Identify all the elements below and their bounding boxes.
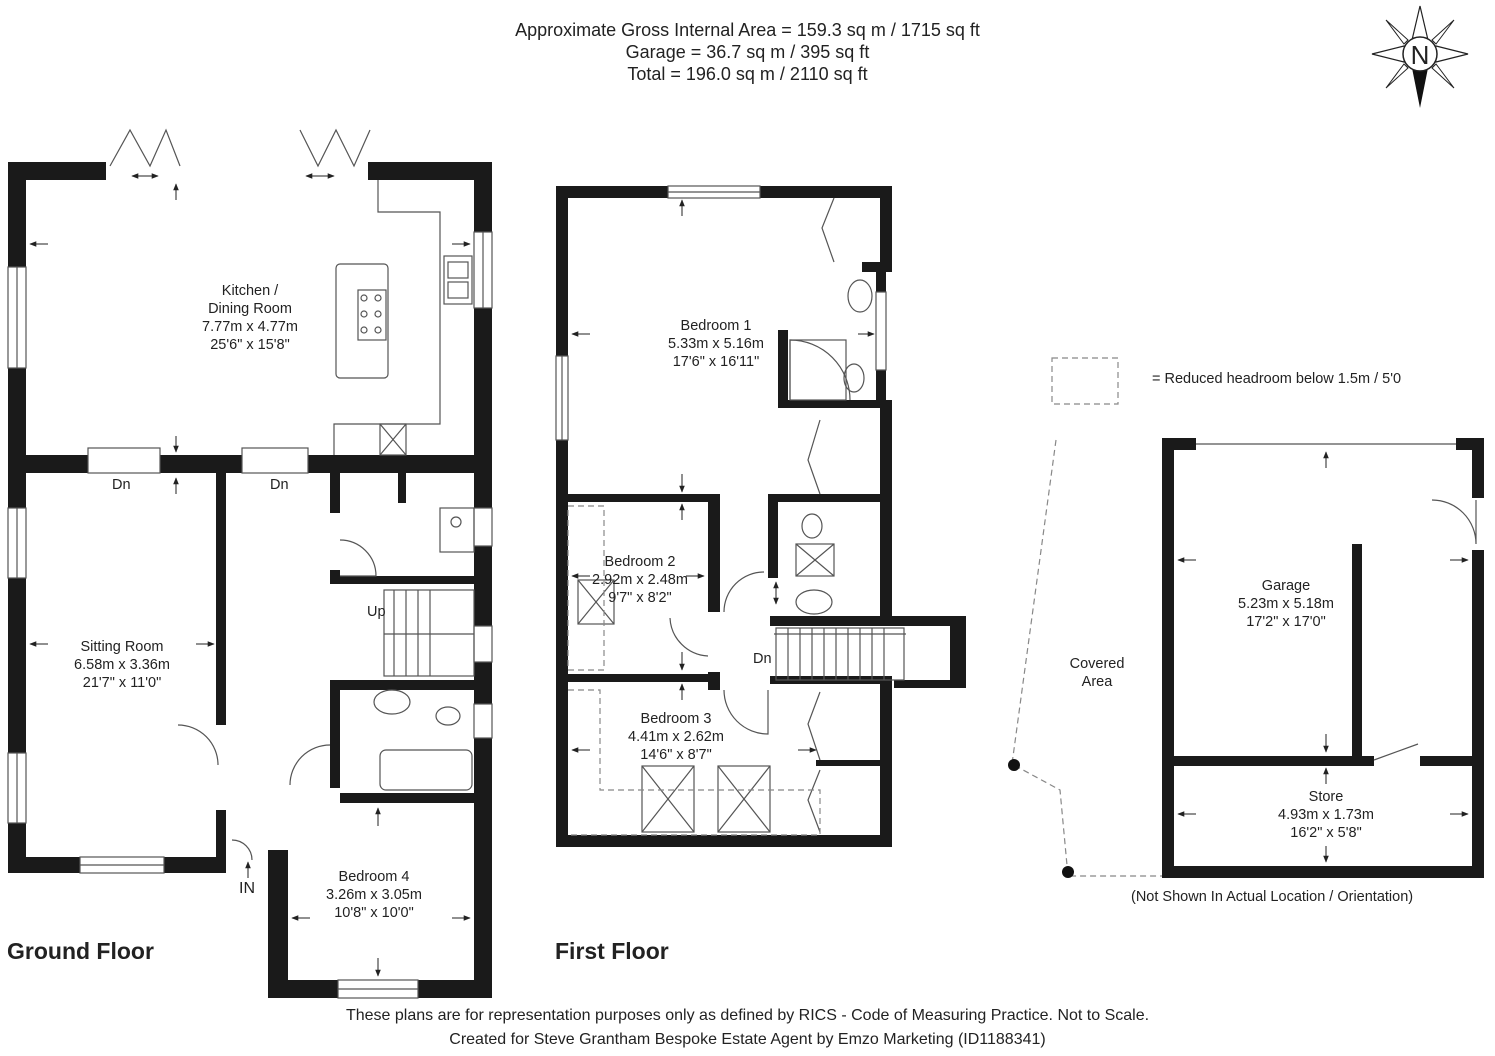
compass-letter: N	[1411, 40, 1430, 70]
total-area: Total = 196.0 sq m / 2110 sq ft	[627, 64, 868, 84]
room-size-metric: 5.23m x 5.18m	[1238, 596, 1334, 612]
room-name: Bedroom 2	[604, 554, 676, 570]
room-size-metric: 3.26m x 3.05m	[326, 887, 422, 903]
room-garage: Garage 5.23m x 5.18m 17'2" x 17'0"	[1238, 577, 1334, 631]
first-floor-plan	[556, 186, 966, 847]
headroom-legend: = Reduced headroom below 1.5m / 5'0	[1152, 371, 1402, 387]
covered-area-label: Covered Area	[1070, 655, 1125, 691]
area-summary: Approximate Gross Internal Area = 159.3 …	[0, 19, 1495, 85]
ground-floor-plan	[8, 162, 492, 998]
room-size-imperial: 9'7" x 8'2"	[608, 590, 672, 606]
first-floor-title: First Floor	[555, 938, 669, 964]
stairs-up-label: Up	[367, 604, 386, 620]
room-bedroom-3: Bedroom 3 4.41m x 2.62m 14'6" x 8'7"	[628, 710, 724, 764]
covered-area-text: Area	[1081, 674, 1113, 690]
room-name: Dining Room	[208, 301, 292, 317]
room-bedroom-1: Bedroom 1 5.33m x 5.16m 17'6" x 16'11"	[668, 317, 764, 371]
room-name: Garage	[1261, 578, 1311, 594]
entrance-label: IN	[239, 880, 255, 897]
gross-internal-area: Approximate Gross Internal Area = 159.3 …	[515, 20, 980, 40]
room-size-metric: 4.93m x 1.73m	[1278, 807, 1374, 823]
room-size-imperial: 25'6" x 15'8"	[210, 337, 290, 353]
dimension-arrows	[29, 173, 1469, 977]
stairs-down-label: Dn	[112, 477, 131, 493]
room-kitchen-dining: Kitchen / Dining Room 7.77m x 4.77m 25'6…	[202, 282, 298, 354]
room-name: Sitting Room	[80, 639, 164, 655]
room-size-imperial: 17'2" x 17'0"	[1246, 614, 1326, 630]
reduced-headroom-outlines	[567, 357, 1170, 877]
room-size-metric: 4.41m x 2.62m	[628, 729, 724, 745]
covered-area-post	[1008, 759, 1020, 771]
stairs-down-label: Dn	[753, 651, 772, 667]
room-bedroom-2: Bedroom 2 2.92m x 2.48m 9'7" x 8'2"	[592, 553, 688, 607]
room-size-imperial: 17'6" x 16'11"	[672, 354, 760, 370]
room-store: Store 4.93m x 1.73m 16'2" x 5'8"	[1278, 788, 1374, 842]
room-size-metric: 5.33m x 5.16m	[668, 336, 764, 352]
room-name: Bedroom 3	[640, 711, 712, 727]
ground-floor-fixtures	[7, 128, 493, 999]
room-size-imperial: 14'6" x 8'7"	[640, 747, 712, 763]
garage-plan	[1162, 438, 1484, 878]
room-sitting: Sitting Room 6.58m x 3.36m 21'7" x 11'0"	[74, 638, 170, 692]
room-name: Bedroom 4	[338, 869, 410, 885]
first-floor-fixtures	[555, 185, 906, 833]
room-size-metric: 2.92m x 2.48m	[592, 572, 688, 588]
room-name: Kitchen /	[221, 283, 279, 299]
covered-area-text: Covered	[1069, 656, 1125, 672]
disclaimer-line-1: These plans are for representation purpo…	[345, 1007, 1150, 1024]
disclaimer-line-2: Created for Steve Grantham Bespoke Estat…	[449, 1031, 1046, 1048]
stairs-down-label: Dn	[270, 477, 289, 493]
room-size-imperial: 16'2" x 5'8"	[1290, 825, 1362, 841]
room-bedroom-4: Bedroom 4 3.26m x 3.05m 10'8" x 10'0"	[326, 868, 422, 922]
room-size-imperial: 21'7" x 11'0"	[82, 675, 162, 691]
disclaimer: These plans are for representation purpo…	[0, 1006, 1495, 1050]
room-size-metric: 6.58m x 3.36m	[74, 657, 170, 673]
not-shown-note: (Not Shown In Actual Location / Orientat…	[1131, 889, 1414, 905]
north-compass-icon: N	[1371, 5, 1469, 108]
room-size-imperial: 10'8" x 10'0"	[334, 905, 414, 921]
room-size-metric: 7.77m x 4.77m	[202, 319, 298, 335]
garage-fixtures	[1196, 443, 1477, 761]
room-name: Bedroom 1	[680, 318, 752, 334]
ground-floor-title: Ground Floor	[7, 938, 154, 964]
garage-area: Garage = 36.7 sq m / 395 sq ft	[625, 42, 870, 62]
covered-area-post	[1062, 866, 1074, 878]
room-name: Store	[1308, 789, 1344, 805]
